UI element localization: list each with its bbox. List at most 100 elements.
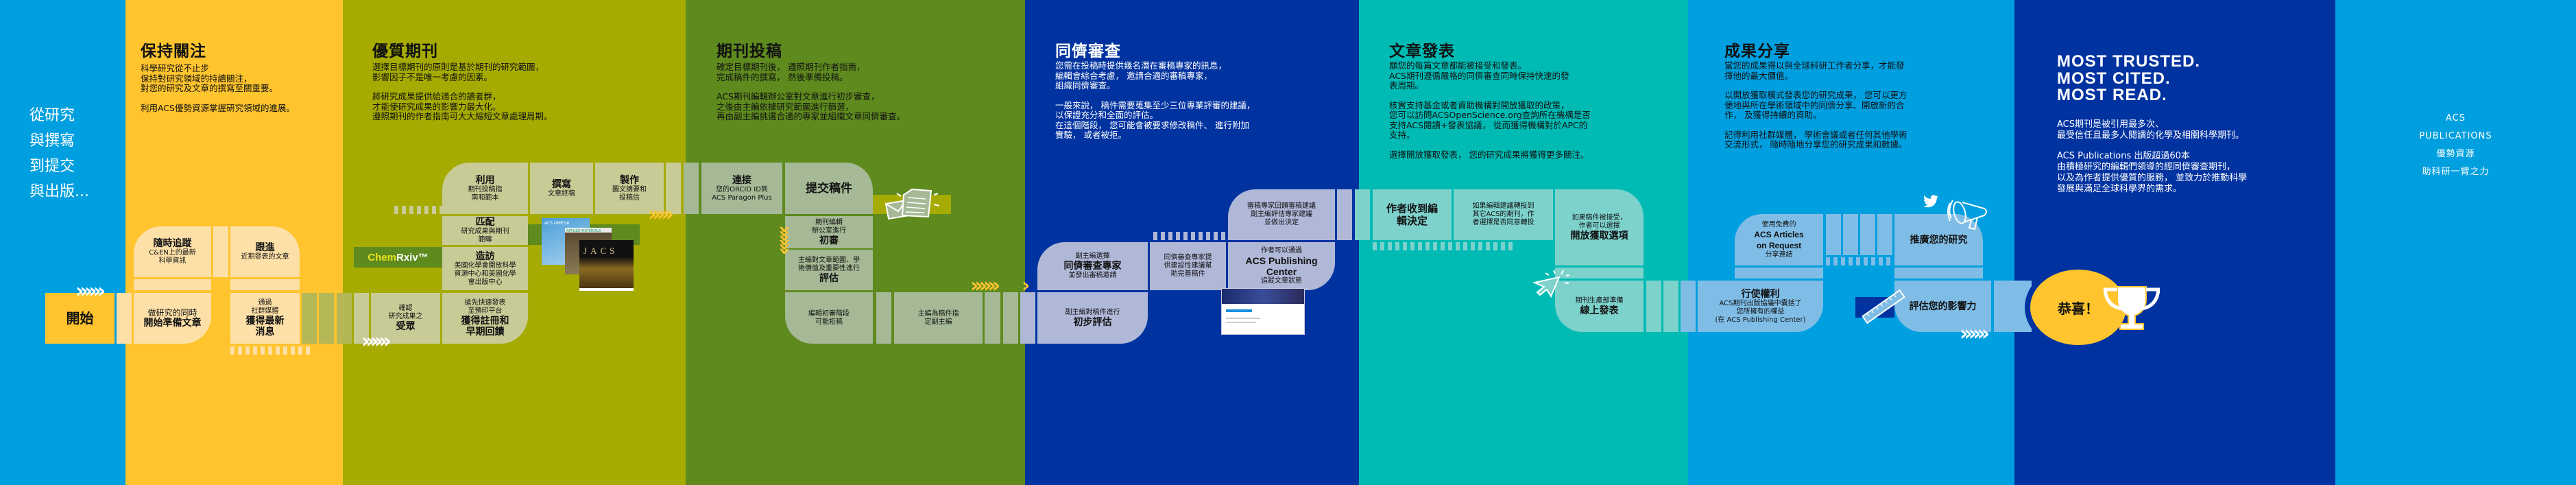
track-strip xyxy=(1877,214,1892,255)
chevrons-right-icon: ››››› xyxy=(648,202,674,226)
tile-title: 初審 xyxy=(819,235,839,246)
track-strip xyxy=(1555,268,1644,279)
dash-mark xyxy=(1153,232,1157,240)
track-strip xyxy=(319,293,334,344)
tile-title: 開始準備文章 xyxy=(143,318,202,329)
dash-track xyxy=(230,346,310,355)
tile-text: 圖文摘要和 投稿信 xyxy=(612,185,647,202)
trophy-icon xyxy=(2104,286,2160,330)
tile-text: C&EN上的最新 科學資訊 xyxy=(149,249,196,265)
body-submit: 確定目標期刊後， 遵照期刊作者指南， 完成稿件的撰寫， 然後準備投稿。ACS期刊… xyxy=(717,62,905,132)
paragraph: 核實支持基金或者資助機構對開放獲取的政策， 您可以訪問ACSOpenScienc… xyxy=(1389,99,1591,140)
ruler-icon xyxy=(1862,289,1905,324)
dash-mark xyxy=(291,346,295,355)
tile-text: 如果稿件被接受， 作者可以選擇 xyxy=(1572,213,1627,230)
dash-mark xyxy=(409,206,413,214)
dash-mark xyxy=(1410,242,1415,250)
dash-mark xyxy=(1486,242,1490,250)
tile-produce: 製作圖文摘要和 投稿信 xyxy=(595,163,664,214)
publishing-center-screenshot xyxy=(1221,288,1305,335)
tile-text: 通過 社群媒體 xyxy=(251,299,279,315)
tile-use-guides: 利用期刊投稿指 南和範本 xyxy=(442,163,528,214)
tile-text: 搶先快速發表 至預印平台 xyxy=(464,299,506,315)
body-follow: 科學研究從不止步 保持對研究領域的持續關注， 對您的研究及文章的撰寫至關重要。利… xyxy=(141,63,295,123)
dash-mark xyxy=(1463,242,1467,250)
tile-title: 獲得最新 消息 xyxy=(245,316,285,338)
paragraph: 以開放獲取模式發表您的研究成果， 您可以更方 便地與所在學術領域中的同儕分享、開… xyxy=(1724,90,1907,120)
dash-mark xyxy=(1214,232,1218,240)
most-panel xyxy=(2014,0,2335,485)
dash-mark xyxy=(1493,242,1497,250)
brand-slogan-1: 優勢資源 xyxy=(2436,149,2475,159)
dash-mark xyxy=(1871,257,1875,265)
tile-text: 您的ORCID ID到 ACS Paragon Plus xyxy=(712,185,772,202)
heading-share: 成果分享 xyxy=(1724,43,1790,60)
journal-title: APPLIED MATERIALS xyxy=(566,229,601,233)
chevrons-right-icon: ›››››› xyxy=(75,279,106,303)
dash-mark xyxy=(1433,242,1437,250)
dash-mark xyxy=(1161,232,1165,240)
tile-title: 作者收到編 輯決定 xyxy=(1386,202,1438,227)
dash-mark xyxy=(245,346,250,355)
tile-editor-assess: 主編對文章範圍、學 術價值及重要性進行評估 xyxy=(785,250,873,290)
intro-line: 與出版... xyxy=(29,183,89,200)
tile-text: 文章終稿 xyxy=(548,189,575,198)
dash-mark xyxy=(402,206,406,214)
body-journal: 選擇目標期刊的原則是基於期刊的研究範圍， 影響因子不是唯一考慮的因素。將研究成果… xyxy=(372,62,553,132)
tile-match: 匹配研究成果與期刊 範疇 xyxy=(442,216,528,245)
tile-text: 副主編選擇 xyxy=(1075,252,1110,260)
dash-mark xyxy=(306,346,310,355)
tile-title: 評估 xyxy=(819,272,839,284)
start-tile: 開始 xyxy=(45,293,115,344)
dash-mark xyxy=(1448,242,1452,250)
dash-mark xyxy=(1183,232,1188,240)
tile-text: 編輯初審階段 可能拒稿 xyxy=(808,309,850,326)
tile-online-publish: 期刊生產部準備線上發表 xyxy=(1555,281,1644,332)
tile-transfer: 如果編輯建議轉投到 其它ACS的期刊，作 者選擇是否同意轉投 xyxy=(1454,189,1553,240)
heading-most: MOST TRUSTED. MOST CITED. MOST READ. xyxy=(2057,52,2200,104)
dash-track xyxy=(1826,257,1890,265)
chemrxiv-rxiv: Rxiv™ xyxy=(396,251,429,263)
dash-mark xyxy=(394,206,398,214)
dash-mark xyxy=(1168,232,1172,240)
paragraph: ACS Publications 出版超過60本 由積極研究的編輯們領導的經同儕… xyxy=(2057,151,2248,194)
tile-title: 撰寫 xyxy=(552,178,571,190)
track-strip xyxy=(1003,292,1018,344)
brand-publications: PUBLICATIONS xyxy=(2419,131,2492,141)
track-strip xyxy=(684,163,699,214)
dash-track xyxy=(1373,242,1513,250)
tile-title: 獲得註冊和 早期回饋 xyxy=(461,316,509,338)
tile-title: 推廣您的研究 xyxy=(1910,234,1968,246)
tile-text: 同儕審查專家提 供建設性建議幫 助完善稿件 xyxy=(1164,254,1212,278)
envelope-document-icon xyxy=(884,188,940,220)
dash-mark xyxy=(1849,257,1853,265)
track-strip xyxy=(1826,214,1841,255)
intro-line: 從研究 xyxy=(29,107,75,124)
brand-slogan-2: 助科研一臂之力 xyxy=(2422,167,2490,177)
dash-mark xyxy=(1856,257,1860,265)
chevrons-right-icon: ›››››› xyxy=(970,274,1000,298)
track-strip xyxy=(1337,189,1352,240)
track-strip xyxy=(1681,281,1696,332)
dash-mark xyxy=(1418,242,1422,250)
tile-title: 同儕審查專家 xyxy=(1063,261,1122,272)
track-strip xyxy=(230,279,300,290)
dash-mark xyxy=(1826,257,1830,265)
journal-title: JACS xyxy=(583,246,618,256)
cursor-click-icon xyxy=(1533,270,1570,298)
dash-mark xyxy=(253,346,257,355)
tile-text: 期刊投稿指 南和範本 xyxy=(468,185,503,202)
journal-cover-jacs: JACS xyxy=(579,240,634,291)
dash-mark xyxy=(1456,242,1460,250)
tile-title: 行使權利 xyxy=(1741,288,1780,300)
tile-title: 隨時追蹤 xyxy=(153,238,192,249)
tile-title: 匹配 xyxy=(475,217,495,228)
dash-mark xyxy=(1221,232,1225,240)
track-strip xyxy=(985,292,1000,344)
track-strip xyxy=(1646,281,1661,332)
brand-panel xyxy=(2335,0,2576,485)
dash-mark xyxy=(230,346,234,355)
